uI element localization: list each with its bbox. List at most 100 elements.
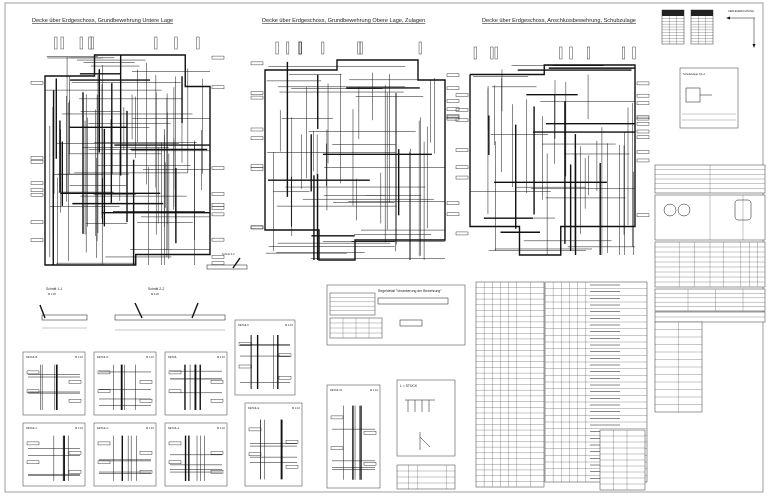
detail-title: DETAIL A [168,426,179,430]
detail-scale: M 1:10 [146,426,154,430]
position-tag [569,46,573,60]
position-tag [211,206,225,210]
position-tag [250,136,264,140]
detail-title: DETAIL C [26,426,38,430]
position-tag [357,41,361,55]
position-tag [559,46,563,60]
position-tag [250,127,264,132]
position-tag [275,41,279,55]
position-tag [30,220,44,224]
position-tag [632,46,636,60]
detail-title: DETAIL B [26,355,38,359]
position-tag [90,36,94,50]
position-tag [168,370,182,375]
position-tag [97,389,111,393]
detail-title: DETAIL [168,355,177,359]
position-tag [30,188,44,192]
position-tag [455,231,469,236]
position-tag [455,175,469,180]
position-tag [418,41,422,55]
position-tag [446,201,460,205]
detail-scale: M 1:10 [370,388,378,392]
position-tag [636,150,650,154]
table-header [662,10,684,16]
position-tag [363,431,377,435]
position-tag [455,118,469,122]
position-tag [139,470,153,474]
position-tag [494,46,498,60]
position-tag [330,446,344,450]
detail-title: DETAIL 01 [330,388,343,392]
position-tag [455,165,469,169]
plan2-title: Decke über Erdgeschoss, Grundbewehrung O… [262,18,425,24]
position-tag [68,451,82,455]
laying-direction-legend: VERLEGERICHTUNG [726,9,756,48]
position-tag [26,460,40,464]
anchorage-notes [329,292,376,316]
position-tag [30,156,44,160]
position-tag [211,261,225,265]
position-tag [248,452,262,456]
position-tag [211,55,225,60]
position-tag [97,460,111,464]
position-tag [636,122,650,126]
position-tag [30,160,44,164]
position-tag [636,129,650,134]
position-tag [211,166,225,170]
position-tag [211,85,225,89]
steel-summary-tables [661,9,714,45]
position-tag [139,399,153,403]
position-tag [285,440,299,444]
position-tag [321,41,325,55]
bar-bending-schedule [475,281,703,491]
detail-scale: M 1:10 [75,355,83,359]
plan1-title: Decke über Erdgeschoss, Grundbewehrung U… [32,18,173,24]
position-tag [446,212,460,216]
table-header [691,10,713,16]
position-tag [250,225,264,229]
position-tag [636,213,650,217]
position-tag [636,135,650,139]
detail-b: DETAIL B M 1:10 [22,351,86,416]
position-tag [30,81,44,85]
position-tag [26,370,40,375]
title-block [654,164,766,323]
detail-frame [244,402,303,487]
position-tag [285,465,299,469]
position-tag [636,93,650,98]
position-tag [250,91,264,95]
position-tag [286,41,290,55]
position-tag [68,380,82,384]
detail-scale: M 1:10 [285,323,293,327]
plan3-title: Decke über Erdgeschoss, Anschlussbewehru… [482,18,636,24]
detail-frame [234,319,296,396]
position-tag [26,441,40,446]
stirrup-diagram [734,199,752,221]
plan-lower-reinforcement [30,36,225,266]
position-tag [210,380,224,384]
position-tag [238,364,252,369]
detail-scale: M 1:10 [146,355,154,359]
position-tag [211,255,225,259]
position-tag [26,389,40,393]
position-tag [250,95,264,100]
position-tag [330,415,344,420]
position-tag [79,36,83,50]
slab-outline [469,64,636,256]
section-3-3: Schnitt 3-3 [206,252,248,270]
detail-scale: M 1:10 [217,426,225,430]
plan-upper-reinforcement [250,41,460,261]
position-tag [587,46,590,60]
detail-scale: M 1:10 [292,406,300,410]
position-tag [30,193,44,197]
position-tag [211,212,225,217]
section-1-1-label: Schnitt 1-1 [46,287,62,291]
position-tag [211,192,225,196]
position-tag [30,181,44,185]
position-tag [54,36,58,50]
position-tag [636,101,650,105]
